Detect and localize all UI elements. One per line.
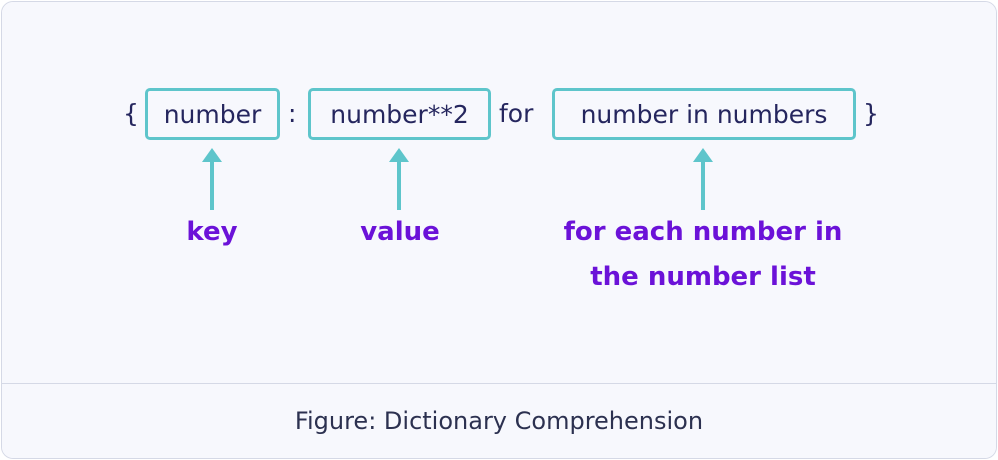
diagram-area: { number : number**2 for number in numbe… xyxy=(2,2,996,383)
for-keyword: for xyxy=(499,99,534,128)
close-brace: } xyxy=(863,99,879,128)
iteration-expression-box: number in numbers xyxy=(552,88,856,140)
iteration-arrow-icon xyxy=(693,148,713,210)
value-arrow-icon xyxy=(389,148,409,210)
value-label: value xyxy=(360,217,440,247)
key-expression-box: number xyxy=(145,88,280,140)
open-brace: { xyxy=(123,99,139,128)
value-expression-box: number**2 xyxy=(308,88,491,140)
iteration-label-line-2: the number list xyxy=(590,262,816,292)
figure-caption: Figure: Dictionary Comprehension xyxy=(294,407,704,435)
colon: : xyxy=(288,99,297,128)
iteration-label-line-1: for each number in xyxy=(563,217,843,247)
caption-divider xyxy=(2,383,996,384)
key-arrow-icon xyxy=(202,148,222,210)
caption-area: Figure: Dictionary Comprehension xyxy=(2,384,996,458)
key-label: key xyxy=(186,217,238,247)
